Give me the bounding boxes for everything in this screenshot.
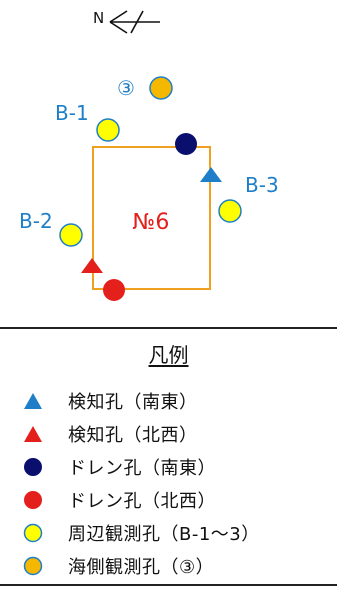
legend-list: 検知孔（南東） 検知孔（北西） ドレン孔（南東） ドレン孔（北西） 周辺観測孔（… [22,384,260,582]
legend-item-drain-nw: ドレン孔（北西） [22,483,260,516]
legend-item-label: 海側観測孔（③） [68,556,215,578]
circle-orange-icon [23,556,43,575]
well-b2-label: B-2 [19,209,53,233]
legend-item-seaside-well: 海側観測孔（③） [22,549,260,582]
circle-red-icon [24,490,42,509]
circle-yellow-icon [23,523,43,542]
site-map: N №6 ③ B-1 B-3 B-2 [19,9,279,301]
seaside-well-marker [149,76,173,100]
well-b3-label: B-3 [245,173,279,197]
inspection-hole-nw-marker [81,258,103,273]
circle-navy-icon [24,457,42,476]
inspection-hole-se-marker [200,167,222,182]
legend-title: 凡例 [0,339,337,368]
legend-item-drain-se: ドレン孔（南東） [22,450,260,483]
site-map-drawing: N №6 ③ B-1 B-3 B-2 [19,9,279,301]
legend-item-label: 検知孔（北西） [68,424,198,446]
triangle-blue-icon [24,392,42,409]
well-b1-marker [96,118,120,142]
legend-item-label: ドレン孔（北西） [68,490,216,512]
legend-top-divider [0,327,337,329]
legend-item-label: 検知孔（南東） [68,391,198,413]
legend-item-inspection-se: 検知孔（南東） [22,384,260,417]
seaside-well-label: ③ [117,76,135,100]
legend-item-perimeter-well: 周辺観測孔（B-1～3） [22,516,260,549]
triangle-red-icon [24,425,42,442]
well-b1-label: B-1 [55,101,89,125]
north-arrow-icon: N [93,9,160,34]
legend-title-text: 凡例 [148,343,189,367]
drain-hole-se-marker [175,133,197,155]
drain-hole-nw-marker [103,279,125,301]
well-b2-marker [59,223,83,247]
site-label: №6 [133,210,170,235]
legend-item-inspection-nw: 検知孔（北西） [22,417,260,450]
well-b3-marker [218,199,242,223]
legend-item-label: 周辺観測孔（B-1～3） [68,523,260,545]
legend-item-label: ドレン孔（南東） [68,457,216,479]
site-outline [92,146,211,290]
legend-bottom-divider [0,584,337,586]
north-label: N [93,9,104,27]
